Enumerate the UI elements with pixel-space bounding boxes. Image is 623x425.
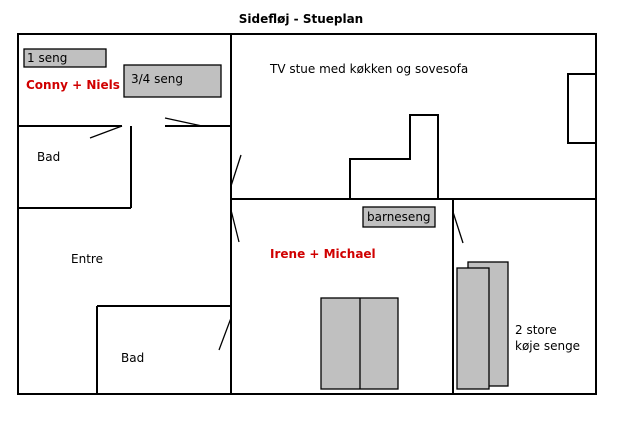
crib-label: barneseng bbox=[367, 210, 431, 224]
entry-label: Entre bbox=[71, 252, 103, 266]
occupants-conny-niels: Conny + Niels bbox=[26, 78, 120, 92]
door-bath-bottom bbox=[218, 317, 232, 351]
door-bunk-room bbox=[452, 211, 464, 244]
single-bed bbox=[23, 48, 107, 68]
doors bbox=[89, 117, 464, 351]
furniture bbox=[23, 48, 509, 390]
bunk-label-line1: 2 store bbox=[515, 323, 557, 337]
bath-top-label: Bad bbox=[37, 150, 60, 164]
door-middle-bedroom bbox=[230, 209, 240, 243]
bunk-label-line2: køje senge bbox=[515, 339, 580, 353]
door-living bbox=[230, 154, 242, 187]
bunk-bed-1 bbox=[456, 267, 490, 390]
occupants-irene-michael: Irene + Michael bbox=[270, 247, 376, 261]
outer-walls bbox=[17, 33, 597, 395]
door-bedroom bbox=[89, 125, 123, 139]
single-bed-label: 1 seng bbox=[27, 51, 67, 65]
bath-bottom-label: Bad bbox=[121, 351, 144, 365]
plan-title: Sidefløj - Stueplan bbox=[239, 12, 363, 26]
door-bedroom-2 bbox=[164, 117, 203, 127]
three-quarter-bed-label: 3/4 seng bbox=[131, 72, 183, 86]
interior-walls bbox=[18, 34, 596, 394]
living-room-label: TV stue med køkken og sovesofa bbox=[269, 62, 468, 76]
crib bbox=[362, 206, 436, 228]
three-quarter-bed bbox=[123, 64, 222, 98]
